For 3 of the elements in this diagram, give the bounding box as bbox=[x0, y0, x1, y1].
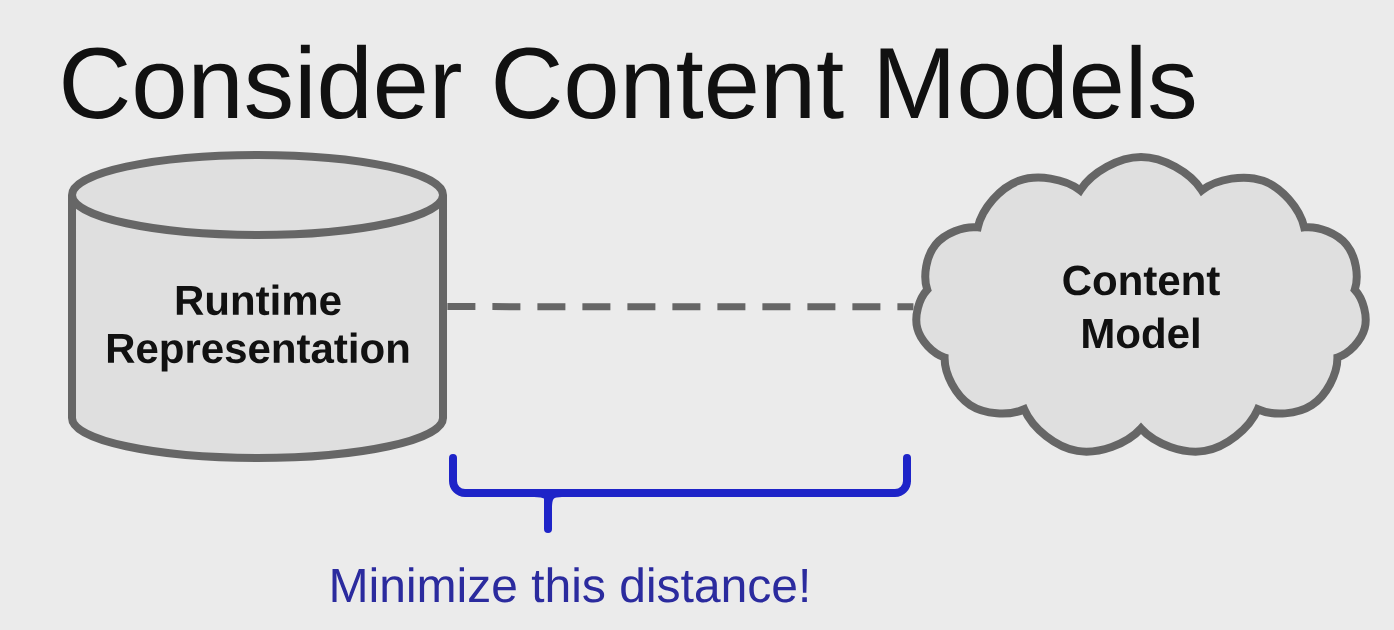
annotation-text: Minimize this distance! bbox=[332, 567, 807, 603]
slide-title: Consider Content Models bbox=[63, 44, 1195, 119]
database-cylinder: Runtime Representation bbox=[68, 151, 447, 462]
